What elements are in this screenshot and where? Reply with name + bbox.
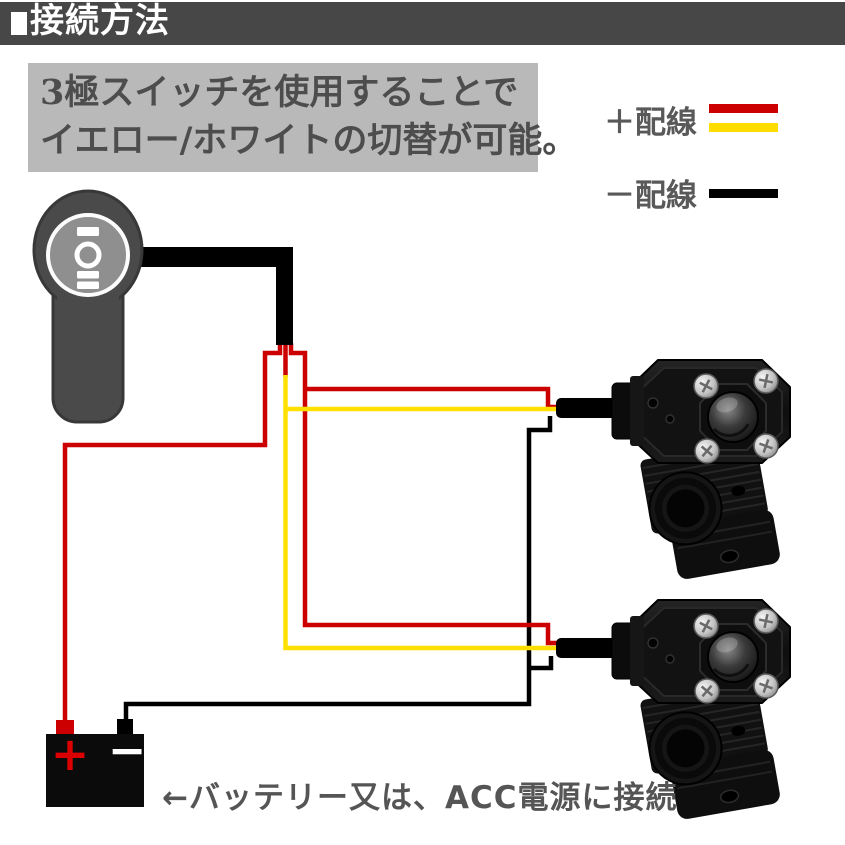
positive-red-wire-to-light1 [305, 386, 558, 410]
section-header: 接続方法 [0, 1, 845, 45]
legend-red-swatch [709, 104, 778, 113]
positive-wire-switch-to-battery [62, 343, 283, 722]
legend-plus-label: ＋配線 [604, 105, 697, 141]
battery-connection-note: ←バッテリー又は、ACC電源に接続 [162, 780, 678, 816]
battery-positive-terminal [56, 720, 74, 736]
legend-yellow-swatch [709, 123, 778, 132]
legend-minus-label: －配線 [604, 178, 697, 214]
positive-red-wire-to-light2 [288, 343, 558, 646]
square-bullet-icon [11, 12, 27, 35]
info-box: 3極スイッチを使用することで イエロー/ホワイトの切替が可能。 [28, 63, 578, 172]
bar-icon [77, 227, 99, 236]
negative-wire-light1-to-battery [123, 416, 553, 721]
legend-plus-swatches [709, 104, 778, 132]
positive-yellow-wire-to-light2 [283, 375, 558, 651]
led-light-1 [556, 360, 790, 584]
battery-negative-terminal [117, 719, 133, 736]
negative-wire-light2-join [529, 656, 554, 671]
switch-lead-horizontal [130, 247, 293, 267]
legend-black-swatch [709, 189, 778, 198]
info-line-2: イエロー/ホワイトの切替が可能。 [40, 120, 578, 161]
battery-plus-symbol: + [51, 727, 90, 781]
legend-minus-swatch [709, 189, 778, 198]
page-title: 接続方法 [30, 1, 170, 41]
info-line-1: 3極スイッチを使用することで [40, 72, 519, 113]
three-position-switch [32, 189, 144, 424]
battery-minus-symbol: − [108, 723, 147, 777]
battery-body [46, 734, 144, 807]
circle-icon [74, 241, 102, 269]
switch-lead-vertical [276, 247, 293, 345]
battery: + − [46, 719, 146, 807]
double-bar-icon [77, 271, 99, 289]
